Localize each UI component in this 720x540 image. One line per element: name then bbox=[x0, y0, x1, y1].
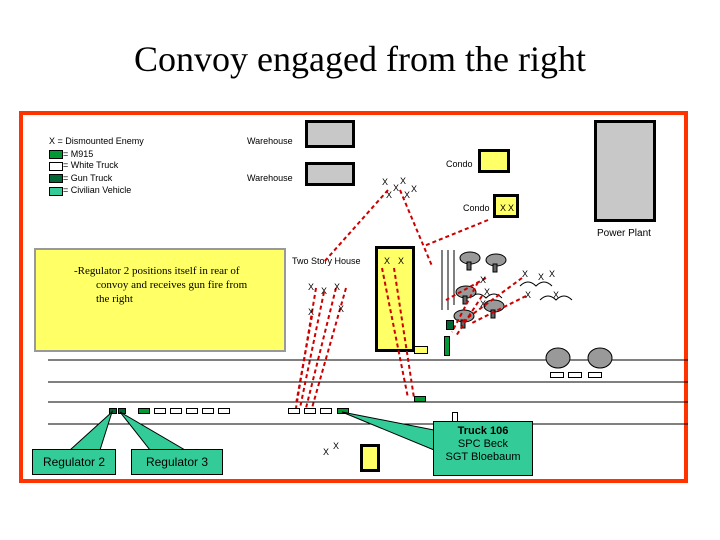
enemy-marker: X bbox=[308, 282, 315, 292]
enemy-marker: X bbox=[549, 269, 556, 279]
white-truck-vehicle bbox=[218, 408, 230, 414]
white-truck-vehicle bbox=[288, 408, 300, 414]
enemy-marker: X bbox=[480, 299, 487, 309]
truck-106-crew-1: SPC Beck bbox=[457, 438, 509, 450]
enemy-marker: X bbox=[323, 447, 330, 457]
enemy-marker: X bbox=[382, 177, 389, 187]
legend-gun-truck: = Gun Truck bbox=[63, 173, 113, 183]
enemy-marker: X bbox=[480, 275, 487, 285]
berm-line bbox=[539, 295, 573, 301]
enemy-marker: X bbox=[500, 203, 507, 213]
m915-vehicle bbox=[138, 408, 150, 414]
civilian-vehicle bbox=[414, 346, 428, 354]
enemy-marker: X bbox=[525, 290, 532, 300]
tree-group bbox=[453, 251, 613, 369]
enemy-marker: X bbox=[333, 441, 340, 451]
condo-label-2: Condo bbox=[463, 203, 490, 213]
enemy-marker: X bbox=[522, 269, 529, 279]
berm-line bbox=[519, 281, 553, 287]
condo-building-1 bbox=[478, 149, 510, 173]
power-plant-building bbox=[594, 120, 656, 222]
warehouse-building-1 bbox=[305, 120, 355, 148]
enemy-marker: X bbox=[404, 190, 411, 200]
regulator-3-callout: Regulator 3 bbox=[131, 449, 223, 475]
m915-vehicle bbox=[444, 336, 450, 356]
civilian-vehicle-swatch bbox=[49, 187, 63, 196]
truck-106-callout: Truck 106 SPC Beck SGT Bloebaum bbox=[433, 421, 533, 476]
truck-106-pointer bbox=[341, 411, 435, 451]
power-plant-label: Power Plant bbox=[597, 228, 651, 239]
gun-truck-swatch bbox=[49, 174, 63, 183]
legend-m915: = M915 bbox=[63, 149, 94, 159]
regulator-2-pointer bbox=[68, 410, 114, 451]
civilian-vehicle bbox=[588, 372, 602, 378]
m915-swatch bbox=[49, 150, 63, 159]
enemy-marker: X bbox=[393, 183, 400, 193]
enemy-marker: X bbox=[538, 272, 545, 282]
warehouse-label-2: Warehouse bbox=[247, 173, 293, 183]
warehouse-label-1: Warehouse bbox=[247, 136, 293, 146]
truck-106-vehicle bbox=[337, 408, 349, 414]
regulator-2-callout: Regulator 2 bbox=[32, 449, 116, 475]
note-line-3: the right bbox=[96, 293, 133, 305]
legend-civilian-vehicle: = Civilian Vehicle bbox=[63, 185, 132, 195]
warehouse-building-2 bbox=[305, 162, 355, 186]
fire-lines bbox=[295, 189, 527, 409]
white-truck-vehicle bbox=[170, 408, 182, 414]
enemy-marker: X bbox=[400, 176, 407, 186]
enemy-marker: X bbox=[484, 287, 491, 297]
condo-label-1: Condo bbox=[446, 159, 473, 169]
enemy-marker: X bbox=[508, 203, 515, 213]
white-truck-vehicle bbox=[154, 408, 166, 414]
note-line-1: -Regulator 2 positions itself in rear of bbox=[74, 265, 240, 277]
m915-vehicle bbox=[414, 396, 426, 402]
white-truck-swatch bbox=[49, 162, 63, 171]
enemy-marker: X bbox=[321, 286, 328, 296]
page-title: Convoy engaged from the right bbox=[134, 39, 586, 79]
regulator-2-vehicle bbox=[109, 408, 117, 414]
enemy-marker: X bbox=[338, 304, 345, 314]
legend-white-truck: = White Truck bbox=[63, 160, 119, 170]
truck-106-title: Truck 106 bbox=[457, 425, 509, 437]
civilian-vehicle bbox=[550, 372, 564, 378]
enemy-marker: X bbox=[398, 256, 405, 266]
truck-106-crew-2: SGT Bloebaum bbox=[445, 451, 521, 463]
civilian-vehicle bbox=[568, 372, 582, 378]
white-truck-vehicle bbox=[304, 408, 316, 414]
gun-truck-vehicle bbox=[446, 320, 454, 330]
enemy-marker: X bbox=[308, 307, 315, 317]
white-truck-vehicle bbox=[202, 408, 214, 414]
situation-note: -Regulator 2 positions itself in rear of… bbox=[34, 248, 286, 352]
regulator-3-pointer bbox=[119, 411, 187, 451]
two-story-house-building bbox=[375, 246, 415, 352]
condo-building-2 bbox=[493, 194, 519, 218]
enemy-marker: X bbox=[384, 256, 391, 266]
legend-dismounted-enemy: X = Dismounted Enemy bbox=[49, 136, 144, 146]
white-truck-vehicle bbox=[186, 408, 198, 414]
small-building bbox=[360, 444, 380, 472]
enemy-marker: X bbox=[411, 184, 418, 194]
enemy-marker: X bbox=[334, 282, 341, 292]
note-line-2: convoy and receives gun fire from bbox=[96, 279, 248, 291]
enemy-marker: X bbox=[386, 190, 393, 200]
enemy-marker: X bbox=[553, 290, 560, 300]
two-story-house-label: Two Story House bbox=[292, 256, 361, 266]
white-truck-vehicle bbox=[320, 408, 332, 414]
